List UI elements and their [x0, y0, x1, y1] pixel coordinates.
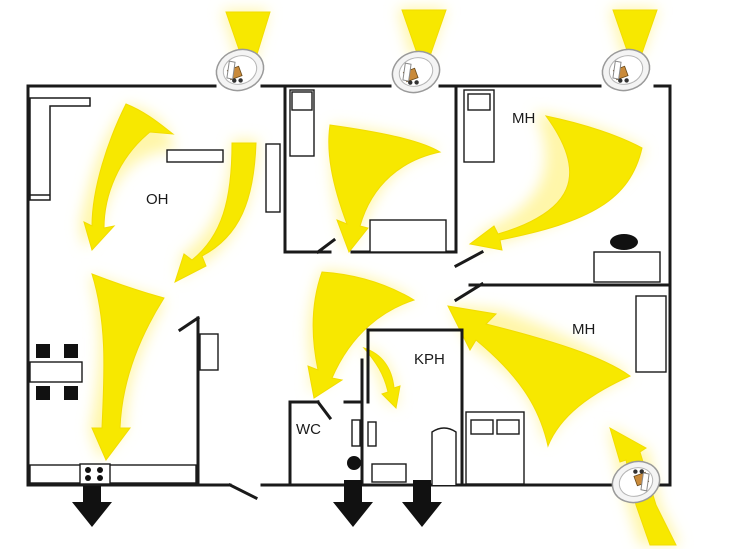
walls — [26, 84, 672, 501]
room-label-oh: OH — [146, 191, 169, 208]
airflow-layer — [80, 8, 680, 546]
furniture — [29, 89, 667, 485]
room-label-kph: KPH — [414, 351, 445, 368]
room-label-mh-top: MH — [512, 110, 535, 127]
wall-air-valve-icon — [595, 42, 657, 98]
down-arrow-icon — [402, 480, 442, 527]
room-labels: OH MH MH KPH WC — [146, 110, 595, 438]
exhaust-arrows — [72, 480, 442, 527]
room-label-mh-right: MH — [572, 321, 595, 338]
wall-air-valve-icon — [385, 44, 447, 100]
room-label-wc: WC — [296, 421, 321, 438]
down-arrow-icon — [72, 486, 112, 527]
down-arrow-icon — [333, 480, 373, 527]
lamp-icon — [610, 234, 638, 250]
wall-air-valve-icon — [209, 42, 271, 98]
